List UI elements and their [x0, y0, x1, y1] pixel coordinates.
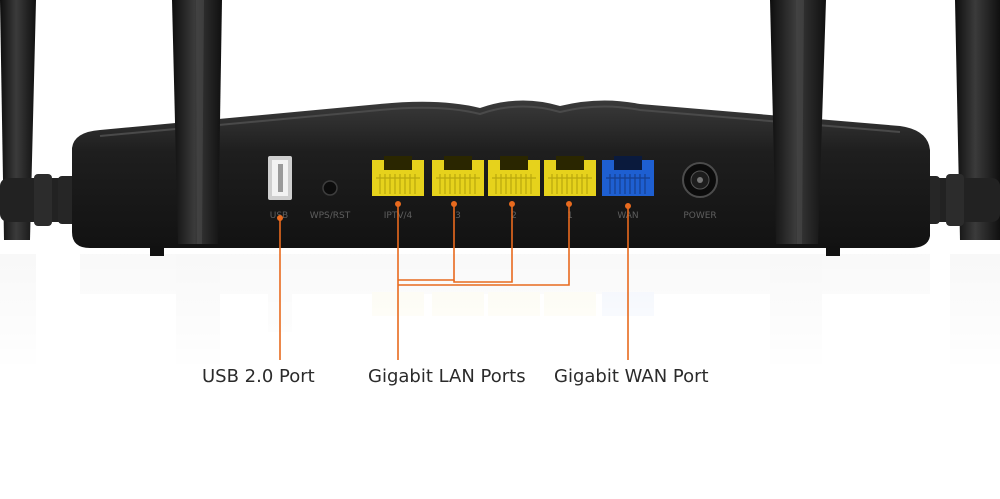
usb-callout-line	[276, 215, 283, 360]
lan-port-3	[432, 156, 484, 196]
lan-port-4	[372, 156, 424, 196]
wan-port	[602, 156, 654, 196]
port-label-wps-rst: WPS/RST	[310, 211, 351, 221]
wps-rst-button	[322, 180, 338, 196]
hinge-left	[0, 174, 80, 226]
lan-port-2	[488, 156, 540, 196]
power-jack	[682, 162, 718, 198]
lan-port-1	[544, 156, 596, 196]
callout-lan-ports: Gigabit LAN Ports	[368, 366, 526, 387]
port-label-lan3: 3	[455, 211, 461, 221]
callout-wan-port: Gigabit WAN Port	[554, 366, 709, 387]
antenna-right-inner	[770, 0, 826, 244]
hinge-right	[918, 174, 1000, 226]
antenna-left-inner	[172, 0, 222, 244]
lan-callout-line	[394, 201, 572, 360]
reflection-fade	[0, 254, 1000, 374]
usb-port	[268, 156, 292, 200]
port-label-lan2: 2	[511, 211, 517, 221]
port-label-power: POWER	[683, 211, 716, 221]
wan-callout-line	[624, 203, 631, 360]
callout-usb-port: USB 2.0 Port	[202, 366, 315, 387]
port-label-lan1: 1	[567, 211, 573, 221]
callout-lines	[276, 201, 631, 360]
